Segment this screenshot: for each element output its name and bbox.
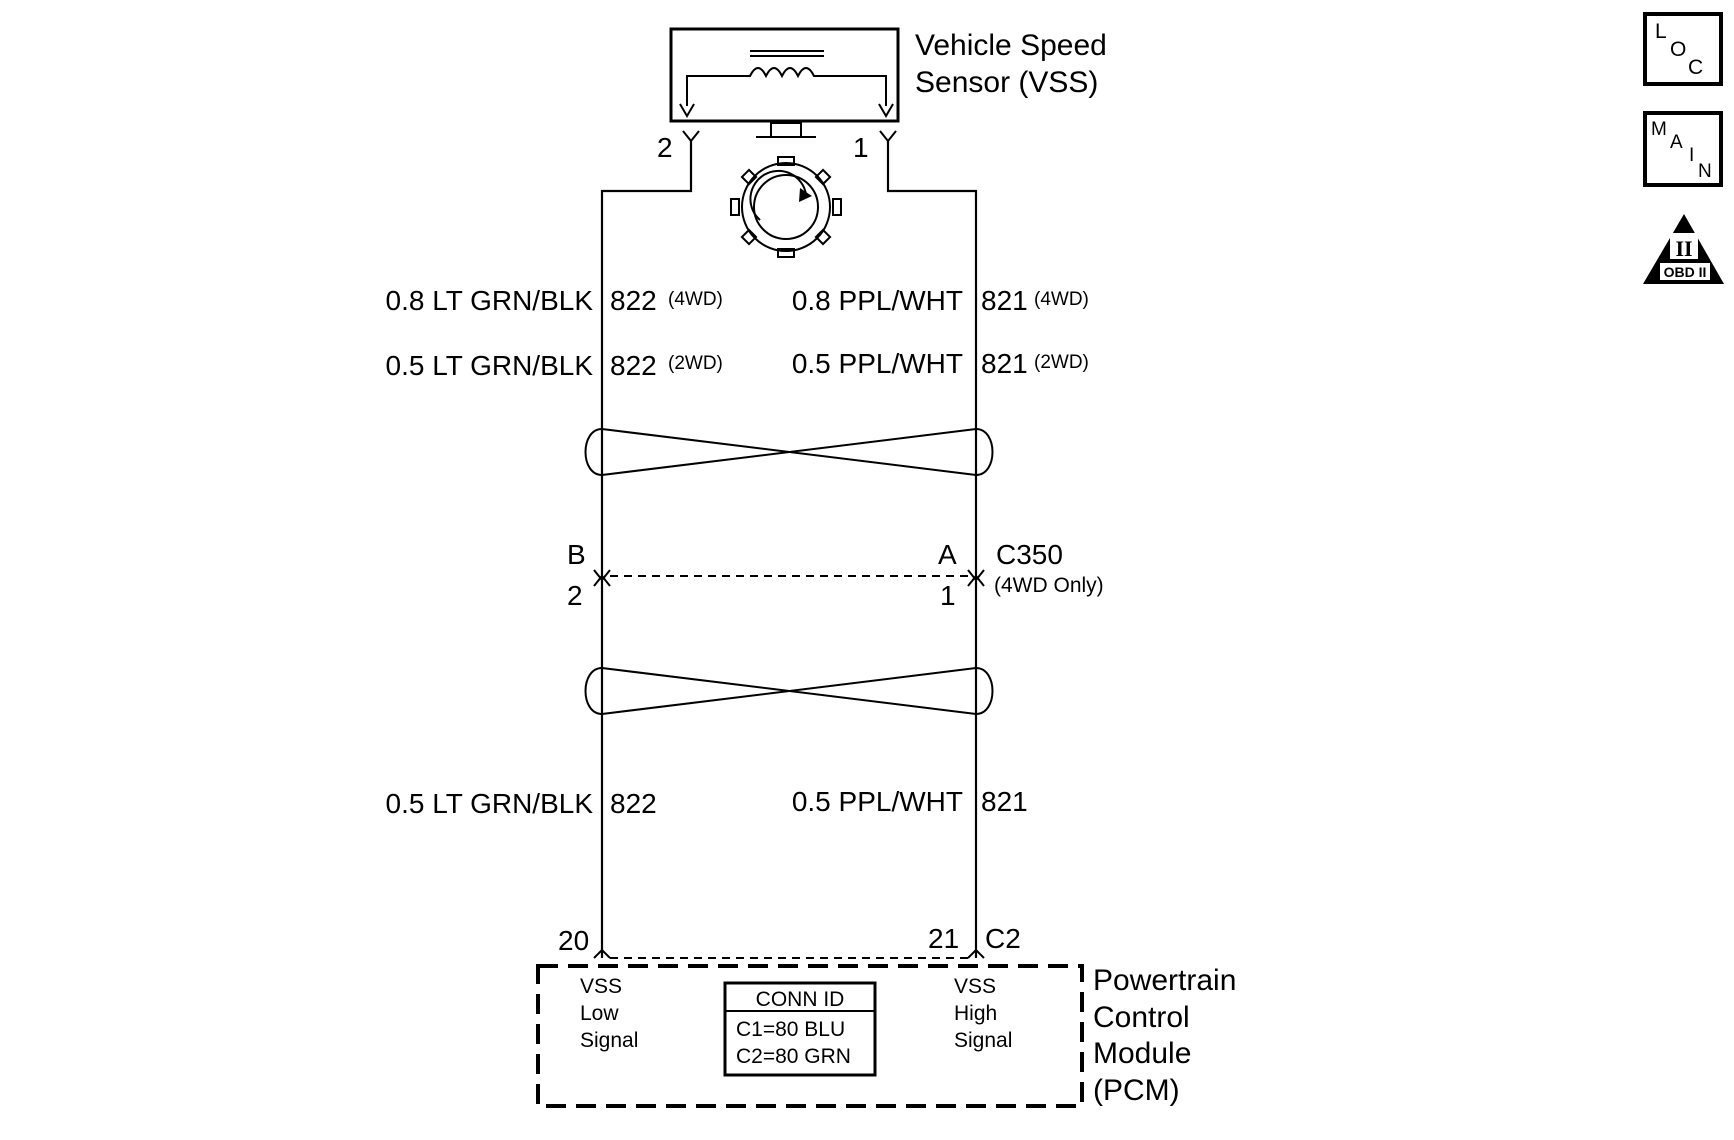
loc-icon[interactable]: L O C (1643, 12, 1723, 86)
wire-left-label-1: 0.8 LT GRN/BLK (386, 285, 594, 316)
pcm-name-line1: Powertrain (1093, 964, 1236, 997)
sensor-pin-1-terminal (879, 130, 897, 143)
c350-right-bottom: 1 (940, 580, 956, 611)
vehicle-speed-sensor (669, 27, 900, 138)
pcm-pin-left: 20 (558, 925, 589, 956)
reluctor-wheel-icon (730, 156, 842, 258)
wire-left-label-3: 0.5 LT GRN/BLK (386, 788, 594, 819)
sensor-pin-left: 2 (657, 132, 673, 163)
wire-right-label-2: 0.5 PPL/WHT (792, 348, 963, 379)
wire-left-variant-1: (4WD) (668, 289, 723, 310)
wire-821 (886, 141, 978, 958)
wire-right-label-1: 0.8 PPL/WHT (792, 285, 963, 316)
pcm-right-signal-line3: Signal (954, 1029, 1012, 1052)
pcm-name-line4: (PCM) (1093, 1074, 1180, 1107)
conn-id-title: CONN ID (756, 988, 845, 1011)
wire-right-variant-2: (2WD) (1034, 352, 1089, 373)
c350-note: (4WD Only) (994, 574, 1104, 597)
c350-name: C350 (996, 539, 1063, 570)
sensor-name-line2: Sensor (VSS) (915, 66, 1098, 99)
wire-right-variant-1: (4WD) (1034, 289, 1089, 310)
c350-left-top: B (567, 539, 586, 570)
wire-right-circuit-2: 821 (981, 348, 1028, 379)
obd-icon-num: II (1675, 236, 1692, 261)
pcm-name-line2: Control (1093, 1001, 1190, 1034)
wire-left-circuit-2: 822 (610, 350, 657, 381)
obd-ii-icon[interactable]: II OBD II (1643, 214, 1724, 284)
wire-right-circuit-3: 821 (981, 786, 1028, 817)
loc-icon-l: L (1655, 20, 1667, 43)
wire-left-circuit-1: 822 (610, 285, 657, 316)
conn-id-box (723, 981, 877, 1077)
twisted-pair-upper (584, 427, 994, 477)
obd-icon-label: OBD II (1664, 264, 1707, 280)
main-icon-i: I (1689, 145, 1694, 166)
wire-right-label-3: 0.5 PPL/WHT (792, 786, 963, 817)
wire-left-label-2: 0.5 LT GRN/BLK (386, 350, 594, 381)
pcm-right-signal-line1: VSS (954, 975, 996, 998)
c350-right-top: A (938, 539, 957, 570)
pcm-pin-right: 21 (928, 923, 959, 954)
connector-c350 (593, 569, 985, 587)
main-icon-a: A (1670, 132, 1683, 153)
pcm-name-line3: Module (1093, 1037, 1191, 1070)
pcm-right-signal-line2: High (954, 1002, 997, 1025)
c350-left-bottom: 2 (567, 580, 583, 611)
main-icon-m: M (1651, 119, 1667, 140)
loc-icon-o: O (1670, 38, 1686, 61)
pcm-connector-label: C2 (985, 923, 1021, 954)
wire-left-circuit-3: 822 (610, 788, 657, 819)
wire-right-circuit-1: 821 (981, 285, 1028, 316)
pcm-left-signal-line3: Signal (580, 1029, 638, 1052)
pcm-left-signal-line2: Low (580, 1002, 619, 1025)
main-icon[interactable]: M A I N (1643, 111, 1723, 187)
sensor-name-line1: Vehicle Speed (915, 29, 1107, 62)
main-icon-n: N (1698, 161, 1712, 182)
pcm-module-outline (536, 964, 1084, 1108)
wire-left-variant-2: (2WD) (668, 353, 723, 374)
conn-id-c2: C2=80 GRN (736, 1045, 851, 1068)
loc-icon-c: C (1688, 56, 1703, 79)
conn-id-c1: C1=80 BLU (736, 1018, 845, 1041)
pcm-left-signal-line1: VSS (580, 975, 622, 998)
twisted-pair-lower (584, 666, 994, 716)
wire-822 (600, 141, 693, 958)
sensor-pin-2-terminal (682, 130, 700, 143)
sensor-pin-right: 1 (853, 132, 869, 163)
pcm-pins (593, 948, 985, 959)
